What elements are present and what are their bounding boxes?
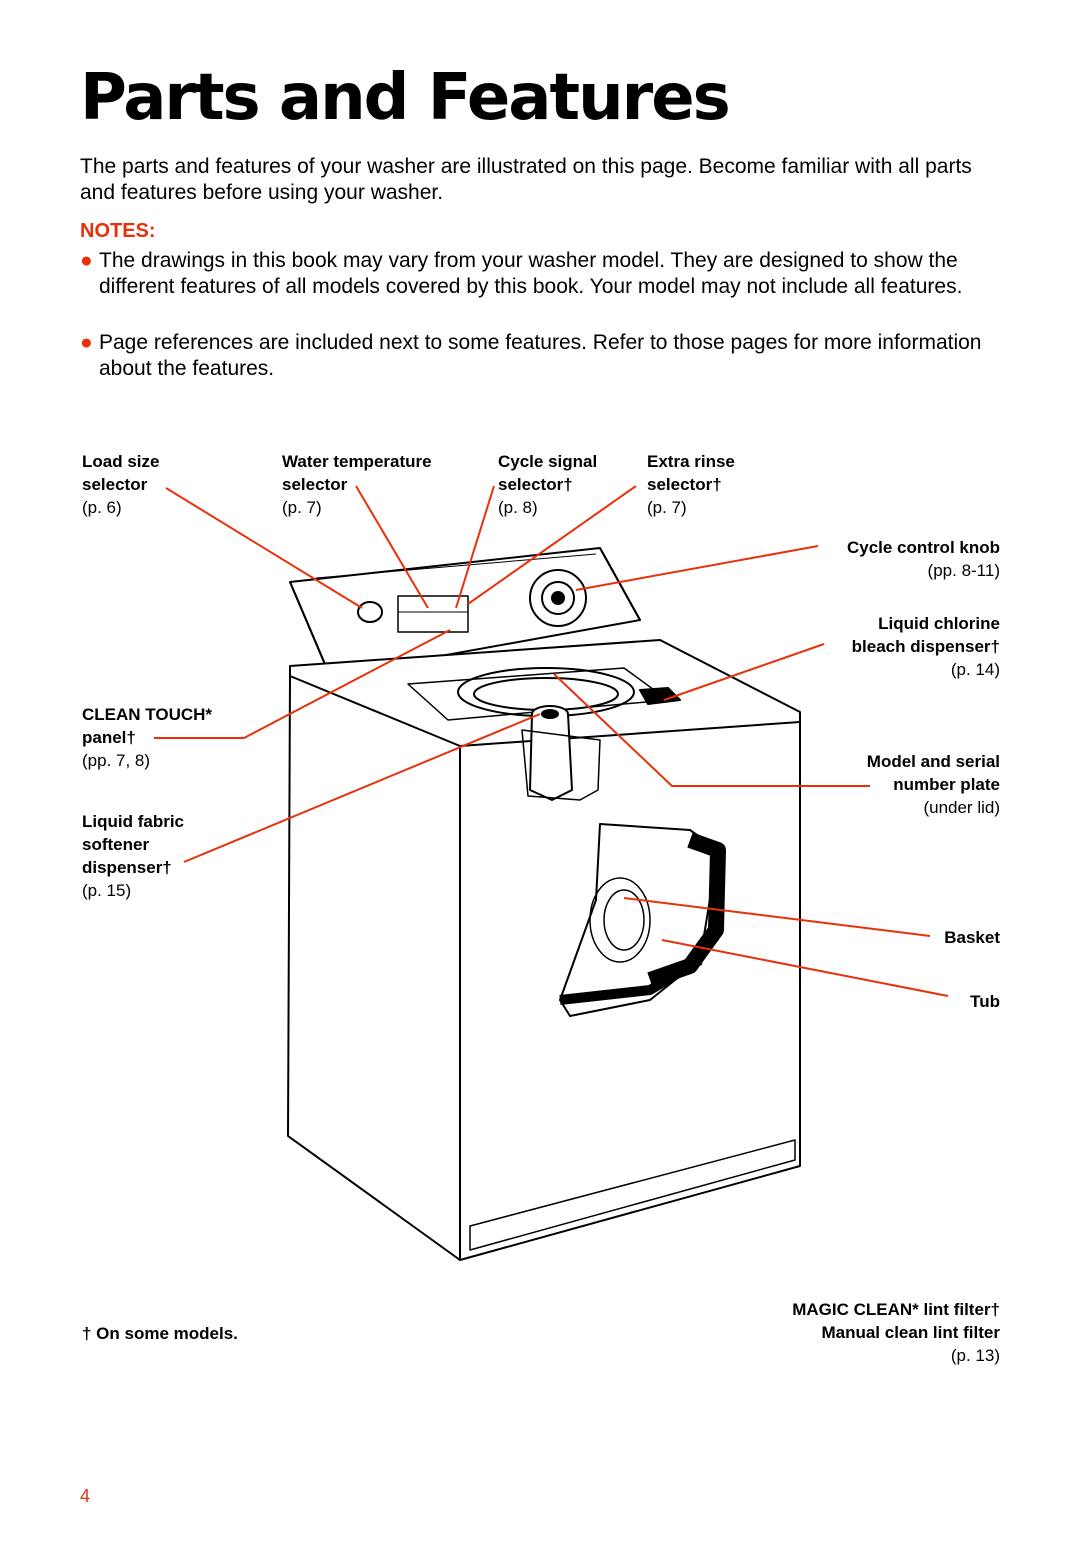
label-water-temperature-selector: Water temperature selector (p. 7) (282, 452, 432, 517)
label-model-serial-plate: Model and serial number plate (under lid… (866, 752, 1000, 817)
label-bleach-dispenser: Liquid chlorine bleach dispenser† (p. 14… (851, 614, 1000, 679)
label-basket: Basket (944, 928, 1000, 947)
bullet-icon: ● (80, 249, 93, 272)
note-text: Page references are included next to som… (99, 331, 982, 380)
notes-heading: NOTES: (80, 220, 156, 242)
note-text: The drawings in this book may vary from … (99, 249, 963, 298)
label-lint-filter: MAGIC CLEAN* lint filter† Manual clean l… (792, 1300, 1000, 1365)
label-cycle-signal-selector: Cycle signal selector† (p. 8) (498, 452, 598, 517)
label-fabric-softener-dispenser: Liquid fabric softener dispenser† (p. 15… (82, 812, 184, 900)
label-clean-touch-panel: CLEAN TOUCH* panel† (pp. 7, 8) (82, 705, 213, 770)
label-load-size-selector: Load size selector (p. 6) (82, 452, 160, 517)
label-extra-rinse-selector: Extra rinse selector† (p. 7) (647, 452, 735, 517)
intro-paragraph: The parts and features of your washer ar… (80, 155, 972, 204)
note-item: ● The drawings in this book may vary fro… (80, 248, 1000, 300)
note-item: ● Page references are included next to s… (80, 330, 1000, 382)
page-number: 4 (80, 1486, 91, 1506)
page-title: Parts and Features (80, 61, 731, 135)
bullet-icon: ● (80, 331, 93, 354)
label-cycle-control-knob: Cycle control knob (pp. 8-11) (846, 538, 1000, 580)
footnote: † On some models. (82, 1324, 238, 1343)
label-tub: Tub (970, 992, 1000, 1011)
